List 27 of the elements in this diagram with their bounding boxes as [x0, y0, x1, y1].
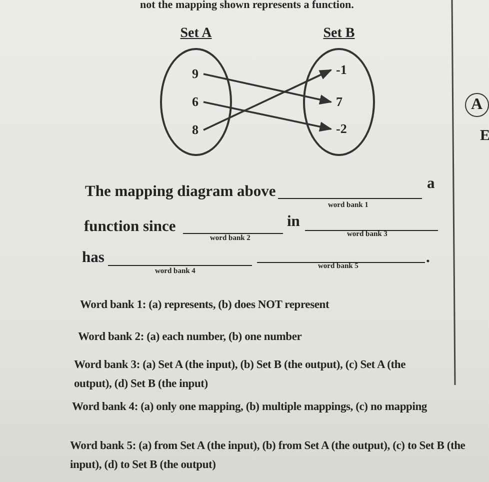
word-bank-text: Word bank 3: (a) Set A (the input), (b) Set B (the output), (c) Set A (the output), (d) Set B (the input) — [74, 358, 406, 392]
set-element: 6 — [192, 95, 198, 109]
sentence-text: function since — [84, 218, 176, 236]
word-bank-text: Word bank 2: (a) each number, (b) one number — [78, 331, 302, 343]
word-bank-text: Word bank 1: (a) represents, (b) does NOT represent — [80, 299, 330, 311]
sentence-text: a — [427, 175, 435, 193]
arrow — [203, 69, 332, 131]
set-element: 8 — [192, 123, 198, 137]
answer-choice: E — [480, 128, 489, 145]
arrow — [203, 73, 332, 104]
word-bank-text: Word bank 4: (a) only one mapping, (b) multiple mappings, (c) no mapping — [72, 401, 427, 413]
set-ellipse — [160, 48, 232, 156]
sentence-text: in — [287, 213, 300, 231]
sentence-text: . — [426, 249, 430, 267]
answer-choice: A — [465, 93, 489, 117]
set-heading: Set B — [323, 26, 355, 42]
instruction-text: not the mapping shown represents a function. — [140, 0, 354, 11]
set-ellipse — [303, 48, 375, 156]
set-element: 7 — [336, 95, 342, 109]
set-element: 9 — [192, 67, 198, 81]
arrow — [203, 101, 332, 132]
set-heading: Set A — [180, 26, 212, 42]
sentence-text: The mapping diagram above — [85, 183, 276, 201]
word-bank-text: Word bank 5: (a) from Set A (the input), (b) from Set A (the output), (c) to Set B (the input), (d) to Set B (the output) — [70, 439, 466, 473]
sentence-text: has — [82, 249, 104, 267]
set-element: -2 — [336, 122, 347, 136]
set-element: -1 — [336, 63, 347, 77]
